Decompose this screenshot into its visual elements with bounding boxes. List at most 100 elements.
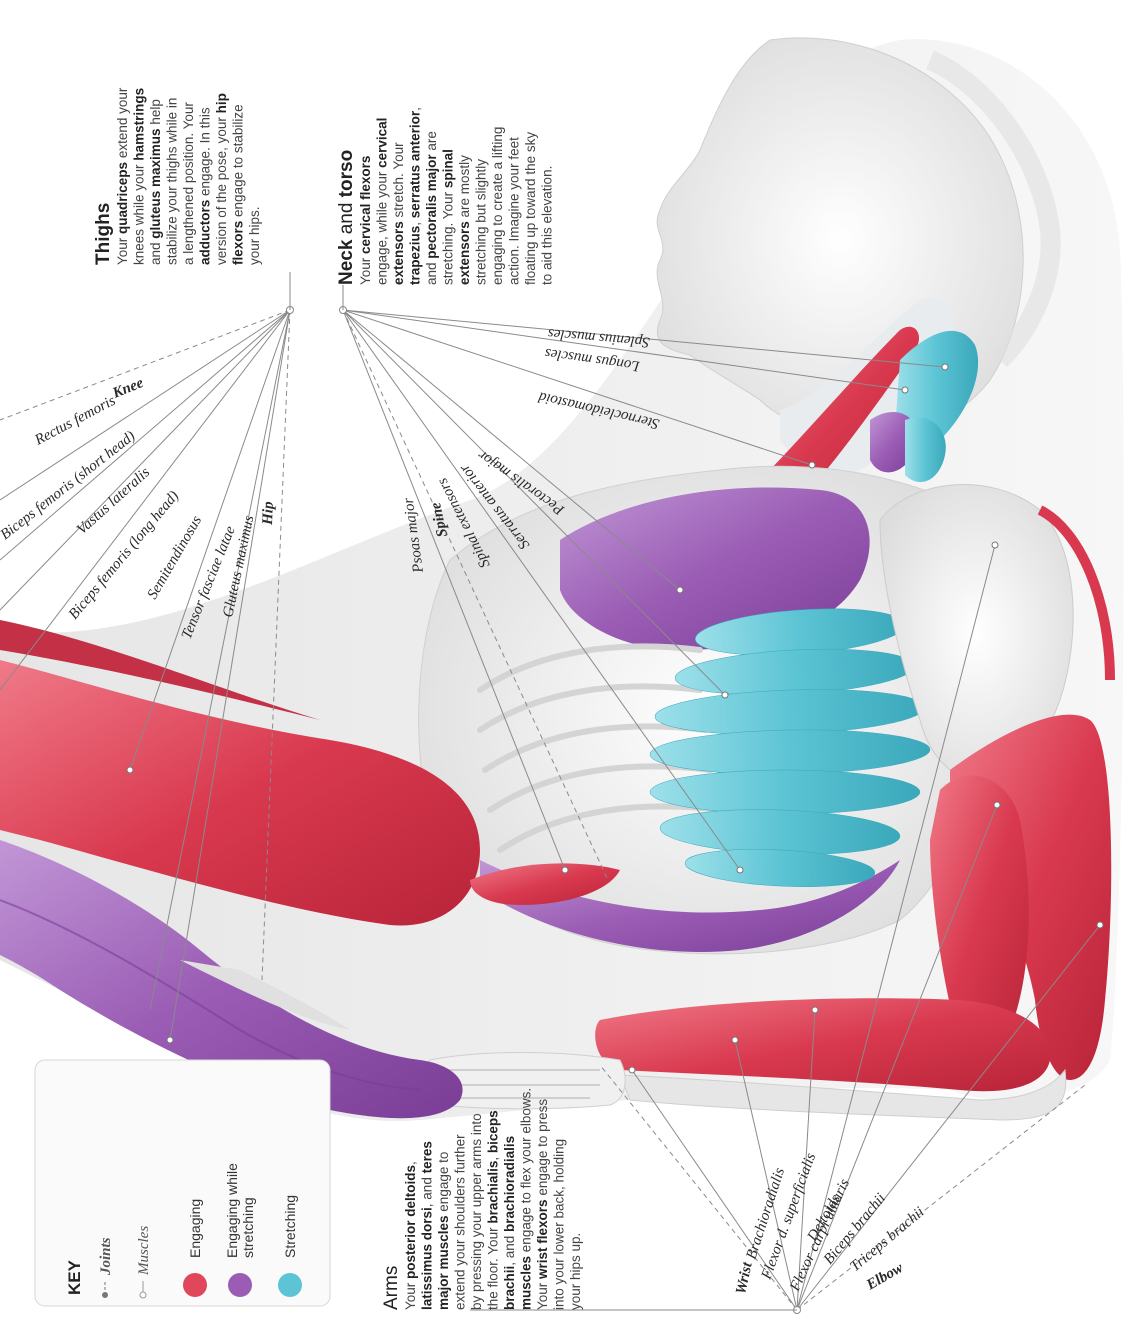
- thighs-segment: help: [148, 99, 163, 128]
- neck-segment: cervical: [375, 118, 390, 168]
- neck-line: engage, while your cervical: [375, 118, 390, 285]
- arms-segment: extend your shoulders further: [453, 1134, 468, 1310]
- arms-line: Your posterior deltoids,: [403, 1161, 418, 1310]
- thighs-line: Your quadriceps extend your: [115, 87, 130, 265]
- label-longus: Longus muscles: [544, 345, 642, 374]
- thighs-segment: hip: [214, 93, 229, 113]
- arms-line: into your lower back, holding: [552, 1139, 567, 1310]
- thighs-text: Thighs Your quadriceps extend yourknees …: [93, 87, 262, 265]
- arm-labels: Wrist Brachioradialis Flexor d. superfic…: [733, 1151, 927, 1296]
- key-stretching-swatch: [278, 1273, 302, 1297]
- thighs-line: your hips.: [247, 206, 262, 265]
- thighs-segment: engage. In this: [198, 107, 213, 200]
- arms-paragraph: Your posterior deltoids,latissimus dorsi…: [403, 1088, 583, 1310]
- arms-segment: into your lower back, holding: [552, 1139, 567, 1310]
- neck-line: floating up toward the sky: [523, 132, 538, 285]
- neck-segment: floating up toward the sky: [523, 132, 538, 285]
- neck-line: engaging to create a lifting: [490, 127, 505, 285]
- thighs-line: and gluteus maximus help: [148, 99, 163, 265]
- neck-line: stretching but slightly: [474, 159, 489, 285]
- arms-segment: your hips up.: [568, 1233, 583, 1310]
- label-rectus-femoris: Rectus femoris: [31, 393, 118, 449]
- neck-segment: cervical flexors: [358, 156, 373, 254]
- thighs-segment: flexors: [231, 221, 246, 265]
- arms-line: major muscles engage to: [436, 1152, 451, 1310]
- neck-segment: stretching but slightly: [474, 159, 489, 285]
- key-muscles-label: Muscles: [136, 1226, 152, 1276]
- neck-segment: serratus anterior: [408, 110, 423, 218]
- arms-segment: teres: [420, 1141, 435, 1173]
- arms-segment: latissimus dorsi: [420, 1207, 435, 1310]
- thighs-segment: your hips.: [247, 206, 262, 265]
- neck-segment: stretch. Your: [391, 142, 406, 221]
- arms-segment: , and: [502, 1232, 517, 1266]
- key-engaging-while-label-1: Engaging while: [224, 1163, 240, 1258]
- label-hip: Hip: [260, 501, 277, 526]
- key-joints-label: Joints: [98, 1237, 114, 1276]
- key-box: KEY Joints Muscles Engaging Engaging whi…: [35, 1060, 330, 1306]
- arms-segment: Your: [403, 1279, 418, 1310]
- thighs-line: adductors engage. In this: [198, 107, 213, 265]
- thighs-line: knees while your hamstrings: [132, 88, 147, 265]
- key-engaging-label: Engaging: [187, 1199, 203, 1258]
- thighs-segment: gluteus maximus: [148, 128, 163, 238]
- arms-segment: Your: [535, 1279, 550, 1310]
- key-title: KEY: [65, 1259, 84, 1295]
- neck-heading-neck: Neck: [336, 239, 357, 285]
- arms-line: extend your shoulders further: [453, 1134, 468, 1310]
- neck-segment: extensors: [391, 221, 406, 285]
- neck-segment: Your: [358, 254, 373, 285]
- thighs-segment: and: [148, 239, 163, 265]
- neck-line: stretching. Your spinal: [441, 149, 456, 285]
- thighs-segment: engage to stabilize: [231, 104, 246, 220]
- arms-line: latissimus dorsi, and teres: [420, 1141, 435, 1310]
- arms-segment: wrist flexors: [535, 1199, 550, 1280]
- arms-segment: engage to: [436, 1152, 451, 1216]
- arms-segment: biceps: [486, 1110, 501, 1153]
- thighs-line: version of the pose, your hip: [214, 93, 229, 265]
- thighs-line: a lengthened position. Your: [181, 102, 196, 265]
- neck-segment: engaging to create a lifting: [490, 127, 505, 285]
- key-engaging-swatch: [183, 1273, 207, 1297]
- label-knee: Knee: [110, 375, 147, 402]
- arms-text: Arms Your posterior deltoids,latissimus …: [381, 1088, 583, 1310]
- arms-line: muscles engage to flex your elbows.: [519, 1088, 534, 1310]
- svg-text:Thighs: Thighs: [93, 203, 114, 265]
- neck-segment: stretching. Your: [441, 188, 456, 285]
- thighs-line: stabilize your thighs while in: [165, 98, 180, 265]
- neck-segment: pectoralis major: [424, 154, 439, 259]
- thighs-heading: Thighs: [93, 203, 114, 265]
- thighs-segment: extend your: [115, 87, 130, 162]
- thighs-line: flexors engage to stabilize: [231, 104, 246, 265]
- thighs-segment: hamstrings: [132, 88, 147, 161]
- neck-heading-torso: torso: [336, 150, 357, 198]
- arms-segment: the floor. Your: [486, 1224, 501, 1310]
- neck-segment: ,: [408, 107, 423, 111]
- neck-line: extensors are mostly: [457, 155, 472, 285]
- neck-segment: spinal: [441, 149, 456, 188]
- neck-segment: are mostly: [457, 155, 472, 221]
- neck-line: extensors stretch. Your: [391, 142, 406, 285]
- arms-segment: major muscles: [436, 1215, 451, 1310]
- neck-line: action. Imagine your feet: [507, 137, 522, 285]
- arms-line: Your wrist flexors engage to press: [535, 1099, 550, 1310]
- neck-line: Your cervical flexors: [358, 156, 373, 285]
- arms-line: the floor. Your brachialis, biceps: [486, 1110, 501, 1310]
- arms-segment: engage to flex your elbows.: [519, 1088, 534, 1256]
- neck-line: trapezius, serratus anterior,: [408, 107, 423, 285]
- arms-segment: muscles: [519, 1256, 534, 1310]
- arms-segment: posterior deltoids: [403, 1165, 418, 1279]
- arms-segment: , and: [420, 1173, 435, 1207]
- arms-segment: engage to press: [535, 1099, 550, 1200]
- neck-segment: engage, while your: [375, 168, 390, 285]
- label-splenius: Splenius muscles: [547, 325, 650, 350]
- neck-text: Neck and torso Your cervical flexorsenga…: [336, 107, 555, 285]
- neck-segment: action. Imagine your feet: [507, 137, 522, 285]
- thighs-segment: Your: [115, 234, 130, 265]
- thighs-segment: stabilize your thighs while in: [165, 98, 180, 265]
- key-stretching-label: Stretching: [282, 1195, 298, 1258]
- neck-segment: to aid this elevation.: [540, 166, 555, 285]
